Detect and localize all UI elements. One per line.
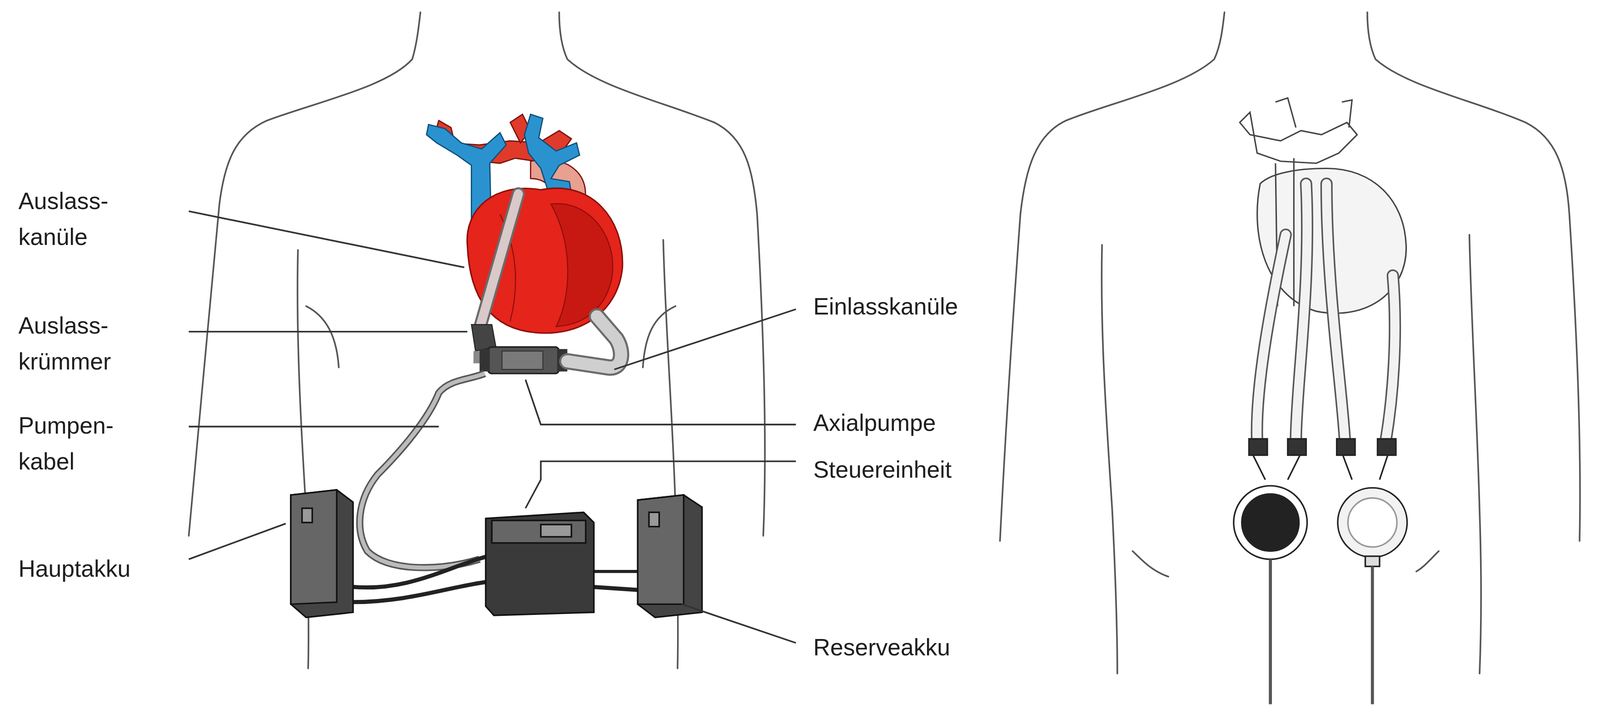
part-label: Auslass- krümmer bbox=[18, 308, 131, 380]
part-label: Pumpen- kabel bbox=[18, 408, 131, 480]
part-label: Auslass- kanüle bbox=[18, 183, 131, 255]
part-label: Hauptakku bbox=[18, 551, 131, 588]
part-label: Steuereinheit bbox=[813, 452, 952, 489]
part-label: Einlasskanüle bbox=[813, 288, 959, 325]
part-label: Reserveakku bbox=[813, 629, 951, 666]
part-label: Axialpumpe bbox=[813, 404, 937, 441]
